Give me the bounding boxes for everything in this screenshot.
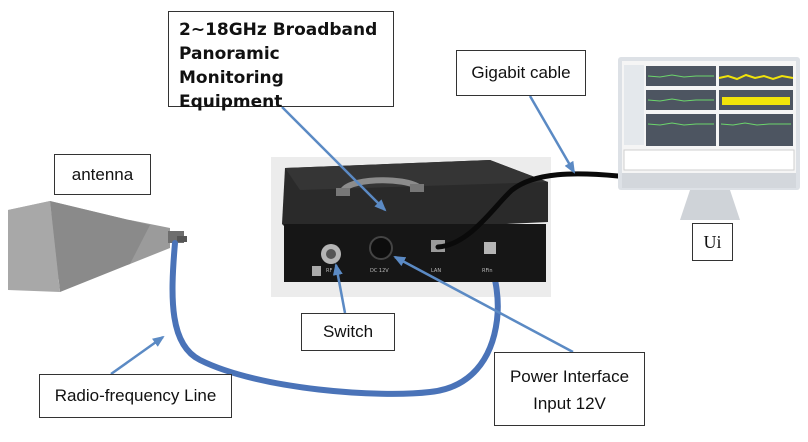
arrow-power-to-port [393,255,574,354]
title-line-3: Equipment [179,92,283,112]
switch-label: Switch [322,322,374,341]
ui-label: Ui [703,231,722,252]
title-line-2: Panoramic Monitoring [179,44,284,88]
gigabit-cable-label: Gigabit cable [471,63,571,82]
antenna-label-box: antenna [54,154,151,195]
gigabit-cable-line [435,171,621,250]
power-interface-line-1: Power Interface [509,367,630,386]
antenna-label: antenna [71,164,134,184]
arrow-title-to-device [281,106,387,212]
port-label-rf: RF [326,268,332,274]
power-interface-label-box: Power Interface Input 12V [494,352,645,426]
monitoring-device: RF DC 12V LAN RFin [282,160,548,282]
horn-antenna [8,201,187,292]
power-interface-line-2: Input 12V [533,394,606,413]
rf-line-label: Radio-frequency Line [54,386,217,405]
ui-label-box: Ui [692,223,733,261]
arrow-switch-to-knob [332,263,347,314]
switch-label-box: Switch [301,313,395,351]
rf-cable [169,240,501,397]
monitor [618,57,800,220]
title-line-1: 2~18GHz Broadband [179,20,378,40]
port-label-dc: DC 12V [370,268,389,274]
rf-line-label-box: Radio-frequency Line [39,374,232,418]
port-label-rfin: RFin [482,268,493,274]
arrow-rf-to-cable [110,335,165,376]
port-label-lan: LAN [431,268,441,274]
title-label-box: 2~18GHz Broadband Panoramic Monitoring E… [168,11,394,112]
gigabit-cable-label-box: Gigabit cable [456,50,586,96]
arrow-gigabit-to-cable [528,95,576,174]
